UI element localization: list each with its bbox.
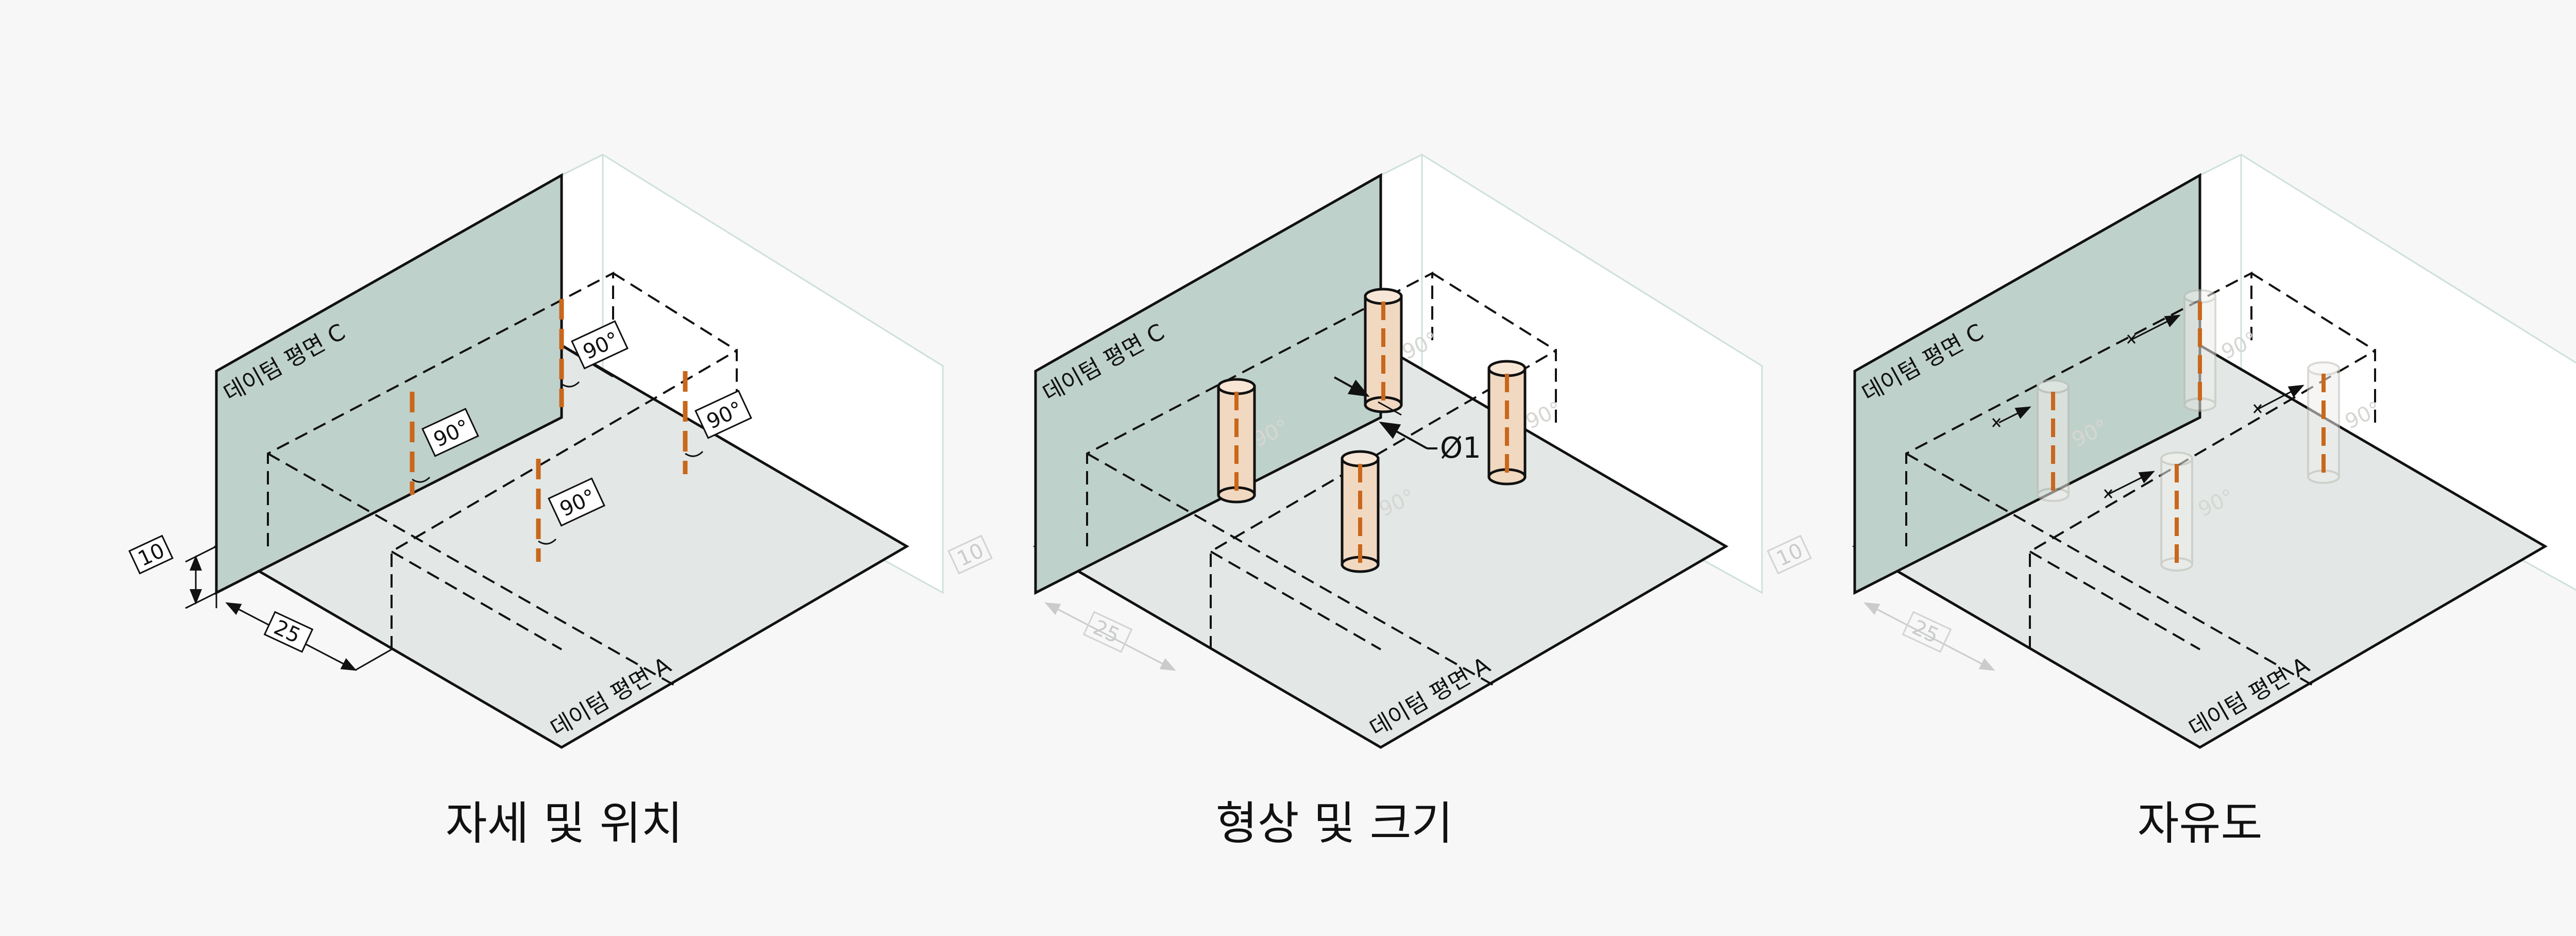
cylinder [1364,288,1403,413]
caption-degrees-of-freedom: 자유도 [2138,797,2263,850]
datum-plane-c [215,173,563,595]
feature-axes [410,299,688,562]
reference-planes [267,271,738,687]
angle-tag: 90° [561,320,629,388]
angle-tag: 90° [412,408,479,483]
dimension-10: 10 [128,534,217,609]
angle-tag: 90° [685,390,752,457]
panel-orientation-location: 90° 90° 90° 90° 10 [128,154,944,850]
caption-orientation-location: 자세 및 위치 [446,797,683,850]
reference-planes [1905,271,2376,687]
svg-text:10: 10 [954,539,988,571]
diameter-label: Ø1 [1440,431,1481,465]
datum-plane-c [1034,173,1382,595]
svg-text:25: 25 [1908,615,1942,648]
datum-plane-c [1853,173,2201,595]
angle-tag: 90° [538,477,605,545]
svg-text:10: 10 [1773,539,1807,571]
cylinder [1341,450,1380,573]
cylinder [1487,360,1527,486]
reference-planes [1086,271,1557,687]
cylinder [1217,378,1256,504]
diameter-callout: Ø1 [1334,376,1481,465]
dimension-25: 25 [215,593,392,671]
caption-form-size: 형상 및 크기 [1216,797,1453,850]
svg-text:25: 25 [1089,615,1123,648]
panel-degrees-of-freedom: 10 25 90° 90° 90° 90° [1767,154,2576,850]
constraint-markers [1992,314,2304,498]
panel-form-size: 10 25 90° 90° 90° 90° [947,154,1763,850]
